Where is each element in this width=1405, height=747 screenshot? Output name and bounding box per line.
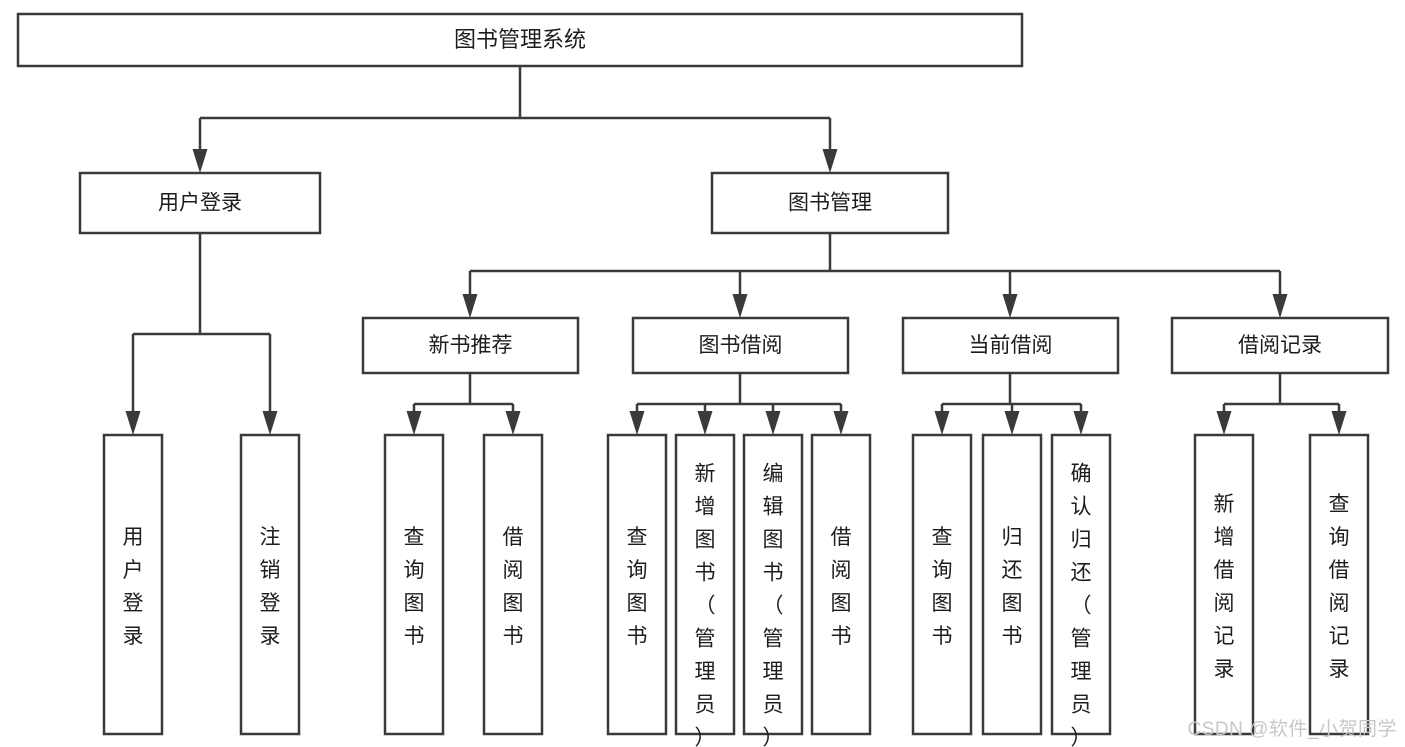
leaf-node-leaf-user-login-rect[interactable]: [102, 433, 164, 736]
book-manage-branch-3-head: [1272, 294, 1288, 318]
leaf-node-leaf-add-record-label: 新增借阅记录: [1214, 493, 1235, 681]
level3-node-borrow-record[interactable]: 借阅记录: [1170, 316, 1390, 375]
level3-node-current-borrow-rect[interactable]: [901, 316, 1120, 375]
book-manage-branch-1-head: [732, 294, 748, 318]
leaf-node-leaf-query-record-label: 查询借阅记录: [1329, 493, 1350, 681]
leaf-node-leaf-logout[interactable]: 注销登录: [239, 433, 301, 736]
grp-current-borrow-branch-1-head: [1004, 411, 1020, 435]
leaf-node-leaf-query-book-1-label: 查询图书: [404, 526, 425, 648]
leaf-node-leaf-return-book-label: 归还图书: [1002, 526, 1023, 648]
grp-current-borrow-branch-0-head: [934, 411, 950, 435]
leaf-node-leaf-add-book-label: 新增图书（管理员）: [695, 463, 716, 747]
leaf-node-leaf-user-login[interactable]: 用户登录: [102, 433, 164, 736]
leaf-node-leaf-add-record[interactable]: 新增借阅记录: [1193, 433, 1255, 736]
grp-new-book-recommend-branch-1-head: [505, 411, 521, 435]
leaf-node-leaf-query-book-3[interactable]: 查询图书: [911, 433, 973, 736]
level2-node-book-manage-label: 图书管理: [788, 192, 872, 215]
root-node-system-label: 图书管理系统: [454, 27, 586, 52]
book-manage-branch-0-head: [462, 294, 478, 318]
leaf-node-leaf-edit-book-rect[interactable]: [742, 433, 804, 736]
level3-node-book-borrow-label: 图书借阅: [699, 334, 783, 357]
grp-book-borrow-branch-3-head: [833, 411, 849, 435]
level3-node-book-borrow[interactable]: 图书借阅: [631, 316, 850, 375]
leaf-node-leaf-borrow-book-1[interactable]: 借阅图书: [482, 433, 544, 736]
level3-node-borrow-record-label: 借阅记录: [1238, 334, 1322, 357]
leaf-node-leaf-query-record[interactable]: 查询借阅记录: [1308, 433, 1370, 736]
grp-current-borrow-branch-2-head: [1073, 411, 1089, 435]
leaf-node-leaf-add-record-rect[interactable]: [1193, 433, 1255, 736]
level3-node-current-borrow[interactable]: 当前借阅: [901, 316, 1120, 375]
leaf-node-leaf-borrow-book-2-rect[interactable]: [810, 433, 872, 736]
node-layer: 图书管理系统用户登录图书管理新书推荐图书借阅当前借阅借阅记录用户登录注销登录查询…: [16, 12, 1390, 747]
user-login-branch-0-head: [125, 411, 141, 435]
leaf-node-leaf-confirm-return[interactable]: 确认归还（管理员）: [1050, 433, 1112, 747]
leaf-node-leaf-borrow-book-2-label: 借阅图书: [831, 526, 852, 648]
leaf-node-leaf-user-login-label: 用户登录: [123, 526, 144, 648]
leaf-node-leaf-query-book-2-label: 查询图书: [627, 526, 648, 648]
level2-node-user-login-label: 用户登录: [158, 192, 242, 215]
leaf-node-leaf-return-book[interactable]: 归还图书: [981, 433, 1043, 736]
leaf-node-leaf-confirm-return-label: 确认归还（管理员）: [1071, 463, 1092, 747]
level3-node-borrow-record-rect[interactable]: [1170, 316, 1390, 375]
connector-layer: [125, 66, 1347, 435]
leaf-node-leaf-query-book-1-rect[interactable]: [383, 433, 445, 736]
book-manage-branch-2-head: [1002, 294, 1018, 318]
level3-node-book-borrow-rect[interactable]: [631, 316, 850, 375]
grp-new-book-recommend-branch-0-head: [406, 411, 422, 435]
leaf-node-leaf-query-book-3-label: 查询图书: [932, 526, 953, 648]
leaf-node-leaf-return-book-rect[interactable]: [981, 433, 1043, 736]
grp-borrow-record-branch-0-head: [1216, 411, 1232, 435]
leaf-node-leaf-query-record-rect[interactable]: [1308, 433, 1370, 736]
grp-borrow-record-branch-1-head: [1331, 411, 1347, 435]
level3-node-current-borrow-label: 当前借阅: [969, 334, 1053, 357]
level2-node-user-login[interactable]: 用户登录: [78, 171, 322, 235]
root-branch-0-head: [192, 149, 208, 173]
user-login-branch-1-head: [262, 411, 278, 435]
leaf-node-leaf-borrow-book-2[interactable]: 借阅图书: [810, 433, 872, 736]
leaf-node-leaf-edit-book-label: 编辑图书（管理员）: [763, 463, 784, 747]
level2-node-user-login-rect[interactable]: [78, 171, 322, 235]
leaf-node-leaf-query-book-2[interactable]: 查询图书: [606, 433, 668, 736]
level3-node-new-book-recommend-rect[interactable]: [361, 316, 580, 375]
level3-node-new-book-recommend-label: 新书推荐: [429, 334, 513, 357]
level2-node-book-manage[interactable]: 图书管理: [710, 171, 950, 235]
root-node-system-rect[interactable]: [16, 12, 1024, 68]
leaf-node-leaf-logout-rect[interactable]: [239, 433, 301, 736]
leaf-node-leaf-add-book-rect[interactable]: [674, 433, 736, 736]
leaf-node-leaf-logout-label: 注销登录: [260, 526, 281, 648]
leaf-node-leaf-edit-book[interactable]: 编辑图书（管理员）: [742, 433, 804, 747]
root-branch-1-head: [822, 149, 838, 173]
root-node-system[interactable]: 图书管理系统: [16, 12, 1024, 68]
leaf-node-leaf-query-book-1[interactable]: 查询图书: [383, 433, 445, 736]
leaf-node-leaf-add-book[interactable]: 新增图书（管理员）: [674, 433, 736, 747]
leaf-node-leaf-query-book-2-rect[interactable]: [606, 433, 668, 736]
level3-node-new-book-recommend[interactable]: 新书推荐: [361, 316, 580, 375]
level2-node-book-manage-rect[interactable]: [710, 171, 950, 235]
leaf-node-leaf-borrow-book-1-label: 借阅图书: [503, 526, 524, 648]
leaf-node-leaf-borrow-book-1-rect[interactable]: [482, 433, 544, 736]
grp-book-borrow-branch-1-head: [697, 411, 713, 435]
leaf-node-leaf-confirm-return-rect[interactable]: [1050, 433, 1112, 736]
grp-book-borrow-branch-0-head: [629, 411, 645, 435]
grp-book-borrow-branch-2-head: [765, 411, 781, 435]
leaf-node-leaf-query-book-3-rect[interactable]: [911, 433, 973, 736]
